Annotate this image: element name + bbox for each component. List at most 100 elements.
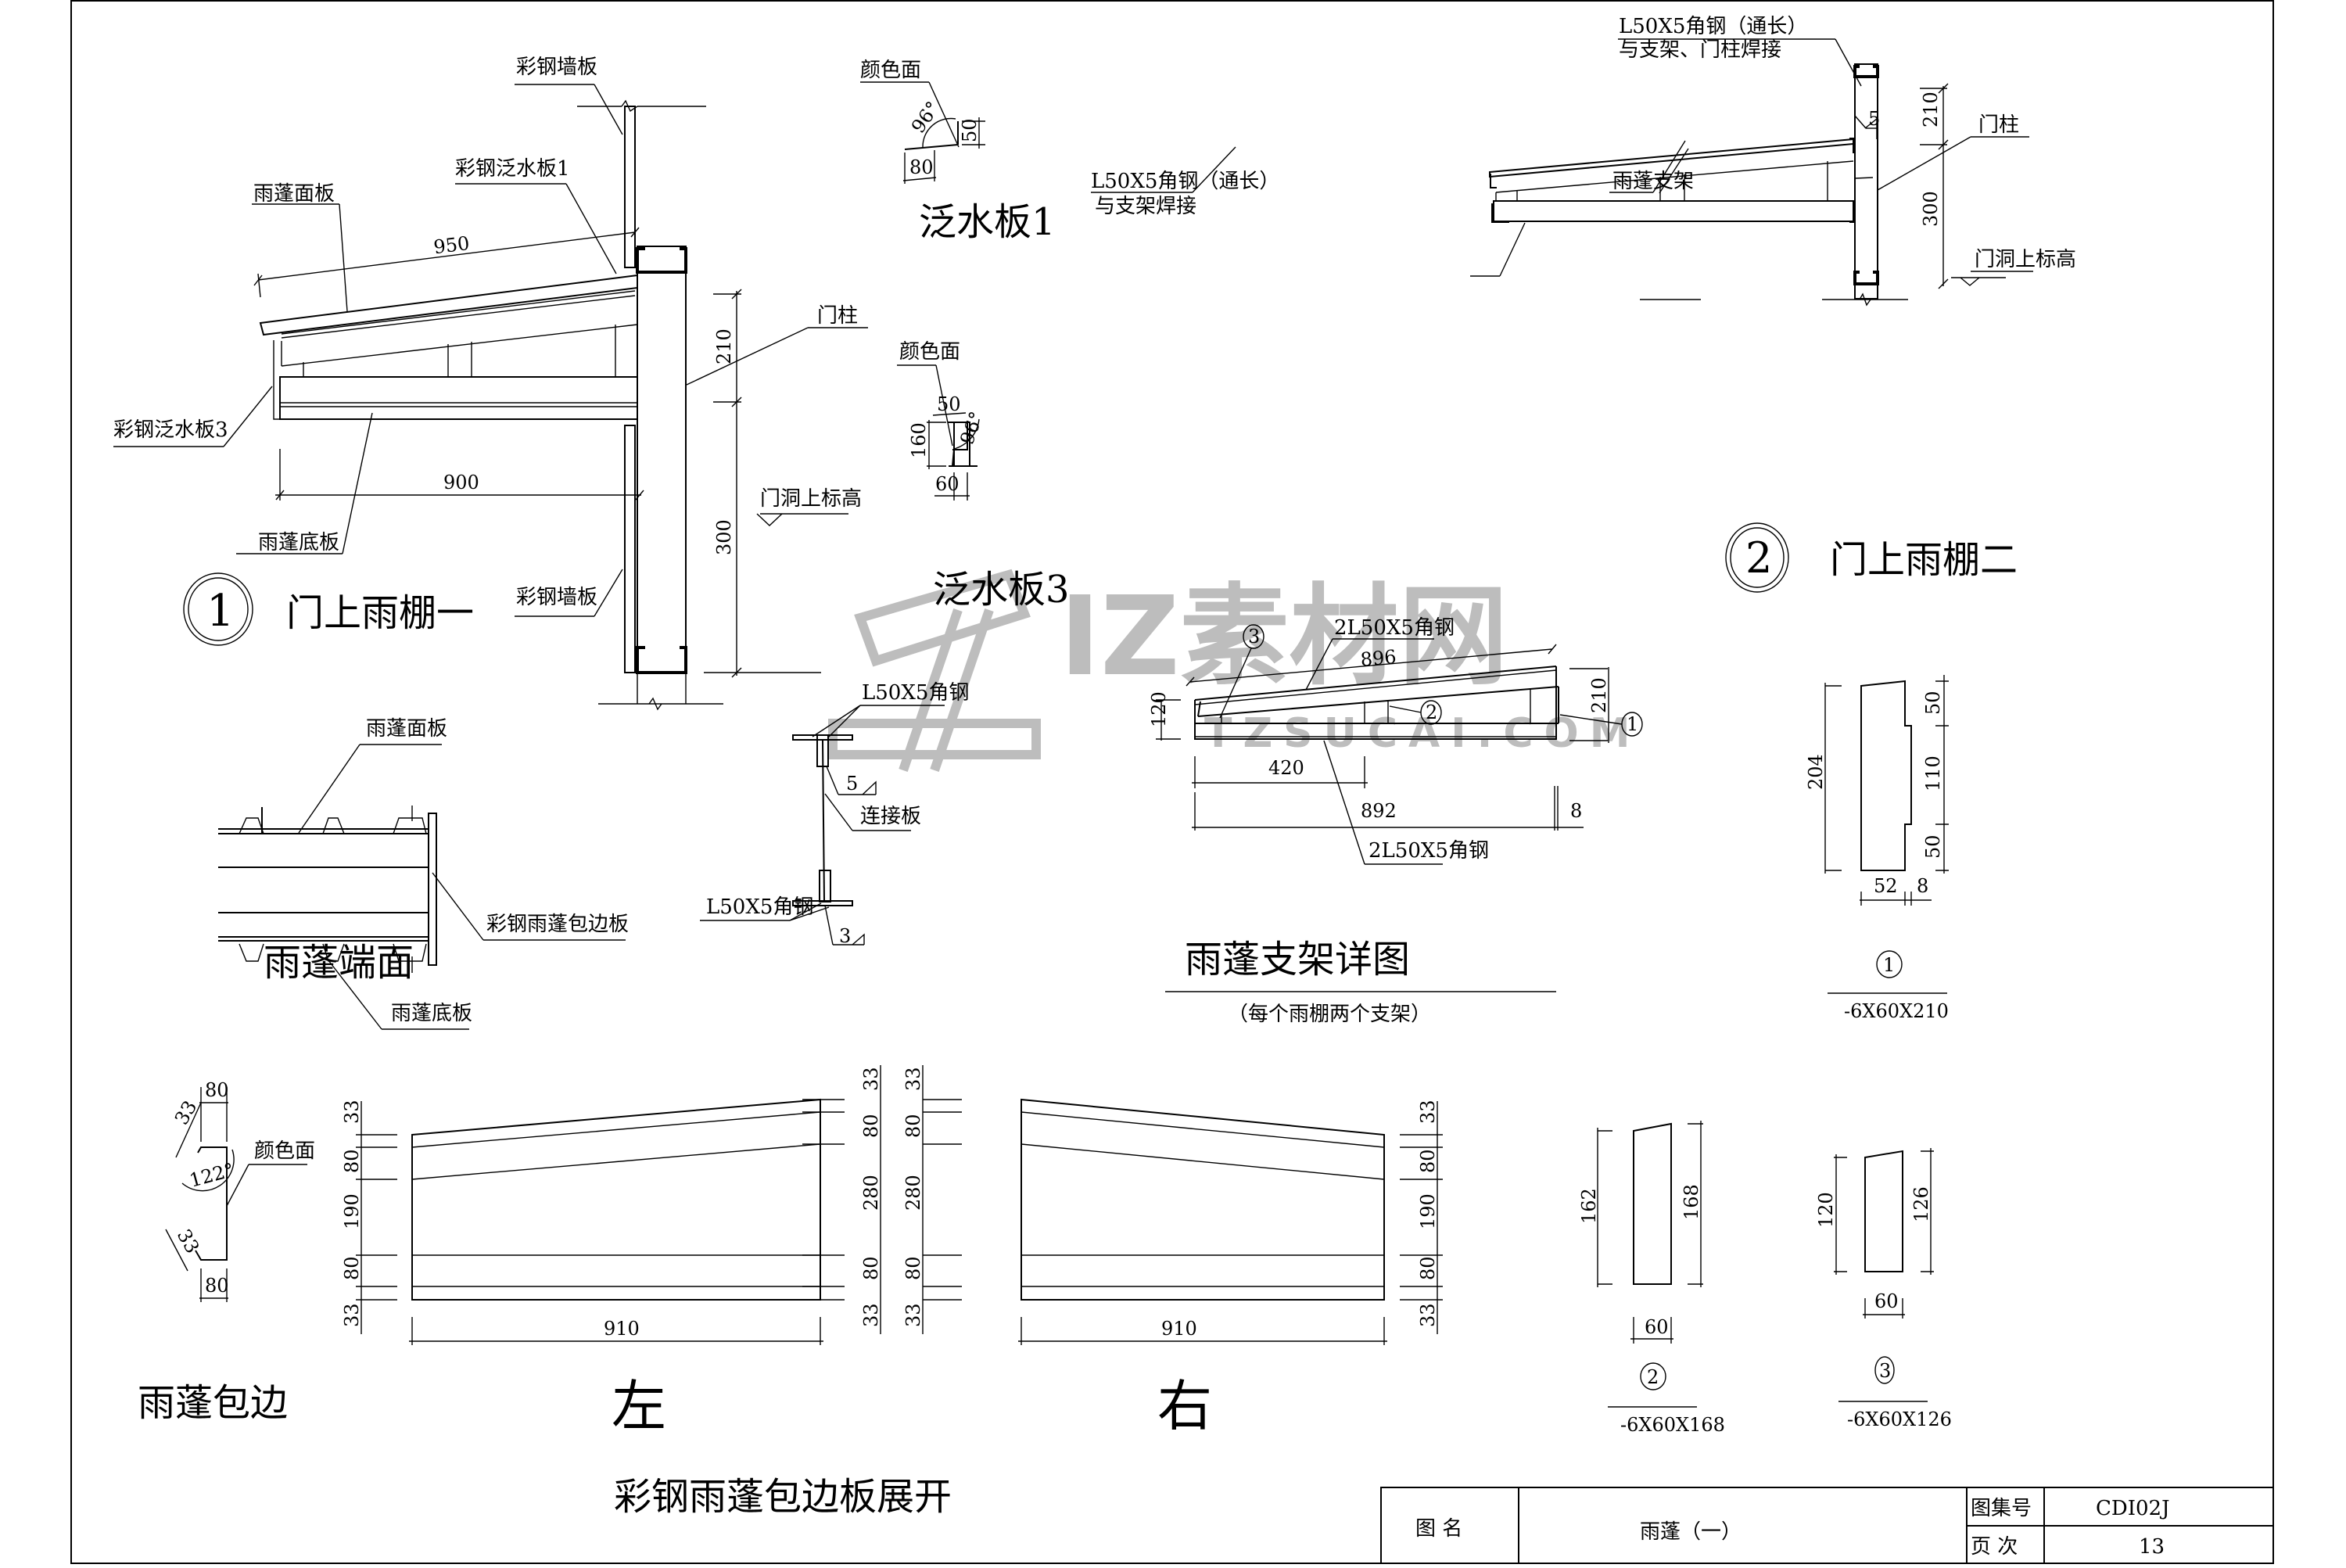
drawing-name-value: 雨蓬（一） [1640,1520,1742,1544]
detail-2-labels: L50X5角钢（通长） 与支架、门柱焊接 L50X5角钢（通长） 与支架焊接 雨… [1091,15,2076,286]
dim-label: 33 [341,1100,363,1124]
label-angle-top-note: 与支架、门柱焊接 [1619,38,1781,62]
label-top-angle: 2L50X5角钢 [1334,616,1455,640]
label-elevation: 门洞上标高 [760,487,862,511]
edge-trim-detail: 80 80 33 33 122° 颜色面 雨蓬包边 [138,1079,315,1425]
label-angle-bottom: L50X5角钢（通长） [1091,170,1279,193]
watermark-text: IZ素材网 [1060,573,1508,701]
dim-label: 910 [1161,1318,1197,1340]
detail-title: 门上雨棚二 [1830,538,2018,582]
wall-panel-upper [624,106,636,268]
dim-label: 910 [604,1318,640,1340]
bracket-tags: 3 2 1 [1219,624,1643,737]
weld-size: 3 [839,925,851,947]
dim-vertical-1: 210 300 [704,289,821,678]
edge-panel [428,813,437,966]
label-edge-panel: 彩钢雨蓬包边板 [486,913,629,936]
dim-label: 8 [1917,875,1928,897]
label-bottom-panel: 雨蓬底板 [258,531,339,554]
dim-label: 80 [205,1079,229,1101]
dim-label: 33 [173,1225,204,1257]
title-block: 图 名 雨蓬（一） 图集号 CDI02J 页 次 13 [1380,1487,2274,1564]
tag-3: 3 [1248,626,1260,648]
dim-label: 80 [909,156,934,178]
dim-label: 120 [1148,691,1170,727]
plate-tag: 3 [1879,1360,1891,1382]
dim-label: 80 [1417,1149,1439,1173]
dim-label: 900 [443,472,479,493]
edge-trim-title: 雨蓬包边 [138,1381,288,1425]
dim-label: 210 [1588,677,1610,713]
dim-label: 210 [713,328,735,364]
dim-label: 8 [1570,800,1582,822]
plate-tag: 2 [1647,1366,1659,1388]
end-view-title: 雨蓬端面 [264,941,414,985]
dim-label: 280 [902,1175,924,1211]
end-view: 雨蓬面板 彩钢雨蓬包边板 雨蓬底板 雨蓬端面 雨蓬端面 雨蓬端面 [218,717,629,1030]
dim-label: 80 [860,1114,882,1138]
detail-title: 门上雨棚一 [286,591,474,635]
dim-label: 80 [902,1256,924,1280]
canopy-bottom-angle [1493,200,1854,222]
bracket-detail-note: （每个雨棚两个支架） [1228,1003,1431,1026]
dim-label: 33 [1417,1100,1439,1124]
dim-label: 120 [1815,1192,1837,1228]
bracket-detail-title: 雨蓬支架详图 [1185,938,1410,981]
dim-label: 80 [341,1256,363,1280]
unfold-right-label: 右 [1157,1374,1212,1438]
dim-label: 50 [937,393,961,415]
page-label: 页 次 [1971,1535,2018,1559]
dim-label: 896 [1360,646,1397,671]
label-wall-panel-lower: 彩钢墙板 [516,586,597,609]
detail-number: 1 [206,586,235,637]
label-wall-panel-upper: 彩钢墙板 [516,56,597,79]
atlas-number-label: 图集号 [1971,1497,2032,1520]
dim-label: 80 [205,1275,229,1297]
label-column: 门柱 [817,304,858,328]
dim-label: 52 [1874,875,1898,897]
connection-detail: L50X5角钢 5 连接板 L50X5角钢 3 [700,681,969,947]
dim-label: 210 [1920,91,1942,127]
tag-2: 2 [1426,701,1437,723]
dim-950: 950 [253,227,640,298]
dim-label: 33 [860,1067,882,1091]
label-angle-bottom-note: 与支架焊接 [1095,195,1196,218]
label-bottom-panel: 雨蓬底板 [391,1002,472,1025]
flashing-3-detail: 颜色面 96° 50 160 60 泛水板3 [897,340,1070,612]
weld-size: 5 [846,773,858,795]
dim-label: 60 [1874,1290,1899,1312]
sheet-border [70,0,2274,1564]
drawing-name-label: 图 名 [1415,1517,1462,1541]
watermark: IZ素材网 TZSUCAI.COM [828,569,1630,772]
dim-label: 33 [902,1067,924,1091]
dim-label: 204 [1805,754,1827,790]
unfold-title: 彩钢雨蓬包边板展开 [614,1475,952,1519]
dim-label: 33 [170,1097,202,1128]
label-bottom-angle: 2L50X5角钢 [1368,839,1489,863]
flashing-3-title: 泛水板3 [933,568,1070,612]
dim-label: 50 [1922,691,1944,715]
dim-label: 50 [1922,834,1944,859]
detail-1-labels: 彩钢墙板 彩钢泛水板1 雨蓬面板 彩钢泛水板3 雨蓬底板 彩钢墙板 门柱 门洞上… [113,56,868,617]
dim-label: 33 [902,1303,924,1327]
dim-label: 33 [860,1303,882,1327]
label-connection-plate: 连接板 [860,805,921,828]
label-bracket: 雨蓬支架 [1612,170,1694,193]
dim-900: 900 [275,449,644,501]
unfold-left: 33 80 190 80 33 910 33 80 280 80 33 左 [341,1065,882,1438]
bracket-detail: 3 2 1 2L50X5角钢 896 120 210 420 892 [1148,616,1643,1026]
label-angle-bottom: L50X5角钢 [706,895,813,919]
dim-label: 33 [1417,1303,1439,1327]
dim-label: 80 [341,1149,363,1173]
plate-tag: 1 [1883,954,1895,976]
unfold-right-panel [1021,1098,1385,1301]
label-top-panel: 雨蓬面板 [253,182,335,206]
label-angle-top: L50X5角钢 [862,681,969,705]
door-column [1854,63,1878,300]
dim-label: 33 [341,1303,363,1327]
dim-label: 60 [935,473,960,495]
plate-3: 120 126 60 3 -6X60X126 [1815,1148,1952,1430]
detail-2-canopy: L50X5角钢（通长） 与支架、门柱焊接 L50X5角钢（通长） 与支架焊接 雨… [1091,15,2076,593]
